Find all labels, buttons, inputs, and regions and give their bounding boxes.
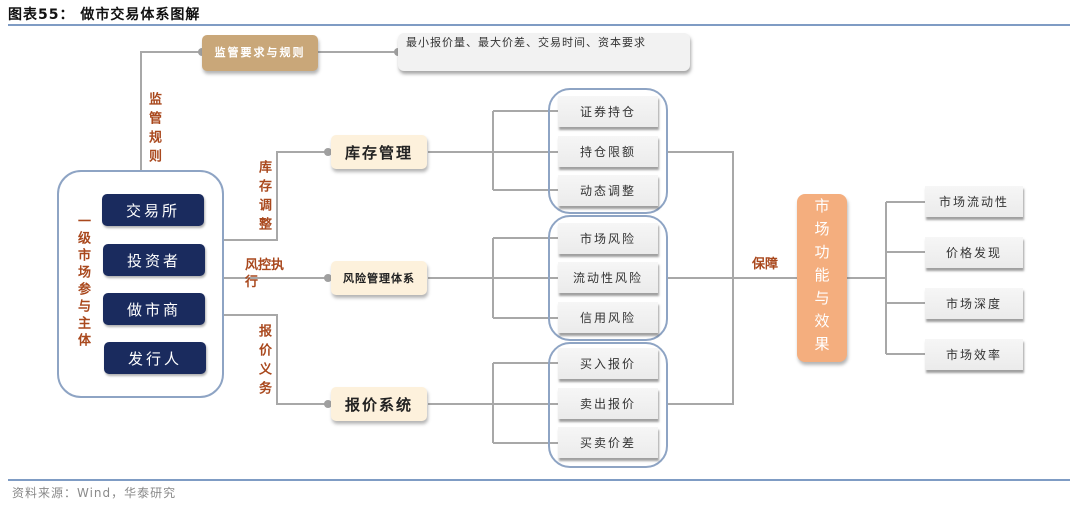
child-ask-quote: 卖出报价 [558,388,658,419]
quote-children-group [548,342,668,468]
edge-inventory [224,151,328,241]
child-liquidity-risk: 流动性风险 [558,262,658,293]
child-position-limit: 持仓限额 [558,136,658,167]
system-inventory: 库存管理 [331,135,427,169]
outcome-liquidity: 市场流动性 [925,186,1023,217]
outcome-node: 市场功能与效果 [797,194,847,362]
edge-label-inventory: 库存调整 [256,160,271,236]
source-note: 资料来源：Wind，华泰研究 [12,486,177,500]
edge-quote [224,314,328,405]
regulation-detail: 最小报价量、最大价差、交易时间、资本要求 [398,33,690,71]
child-market-risk: 市场风险 [558,223,658,254]
child-securities-position: 证券持仓 [558,96,658,127]
edge-label-risk: 风控执行 [245,258,285,290]
participants-group-label: 一级市场参与主体 [75,214,90,350]
participant-exchange: 交易所 [102,194,204,226]
figure-title: 图表55： 做市交易体系图解 [8,7,201,23]
child-bid-quote: 买入报价 [558,348,658,379]
system-risk: 风险管理体系 [331,261,427,295]
edge-label-quote: 报价义务 [256,324,271,400]
title-divider [8,24,1070,26]
system-quote: 报价系统 [331,387,427,421]
participant-market-maker: 做市商 [103,293,205,325]
risk-children-group [548,215,668,341]
outcome-market-depth: 市场深度 [925,288,1023,319]
edge-label-guarantee: 保障 [752,257,779,272]
participant-investor: 投资者 [103,244,205,276]
outcome-market-efficiency: 市场效率 [925,339,1023,370]
outcome-price-discovery: 价格发现 [925,237,1023,268]
child-dynamic-adjust: 动态调整 [558,175,658,206]
child-bid-ask-spread: 买卖价差 [558,427,658,458]
edge-regulation [140,51,202,170]
edge-label-regulation: 监管规则 [146,92,161,168]
inventory-children-group [548,88,668,214]
participants-group [57,170,224,398]
participant-issuer: 发行人 [104,342,206,374]
child-credit-risk: 信用风险 [558,302,658,333]
footer-divider [8,479,1070,481]
regulation-node: 监管要求与规则 [202,35,318,71]
